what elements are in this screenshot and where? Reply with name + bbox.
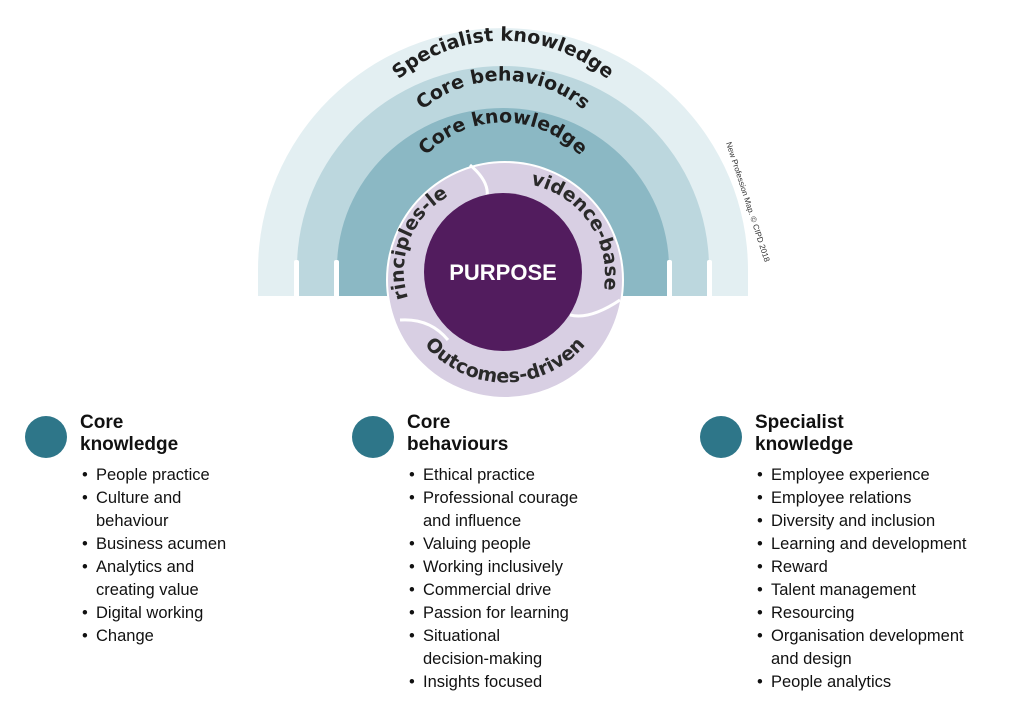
list-item: Working inclusively xyxy=(407,556,578,579)
core-knowledge-list: People practiceCulture and behaviourBusin… xyxy=(80,464,226,648)
list-item: Change xyxy=(80,625,226,648)
list-item: Diversity and inclusion xyxy=(755,510,966,533)
list-item-text: Insights focused xyxy=(423,673,543,691)
list-item: Valuing people xyxy=(407,533,578,556)
column-specialist-knowledge: Specialist knowledge Employee experience… xyxy=(700,412,1020,712)
list-item: Ethical practice xyxy=(407,464,578,487)
list-item: Insights focused xyxy=(407,671,578,694)
arc-separator xyxy=(334,260,339,298)
list-item: Employee experience xyxy=(755,464,966,487)
core-behaviours-list: Ethical practiceProfessional courage and … xyxy=(407,464,578,694)
specialist-knowledge-list: Employee experienceEmployee relationsDiv… xyxy=(755,464,966,694)
list-item-text: and influence xyxy=(423,512,522,530)
list-item-text: Organisation development xyxy=(771,627,964,645)
list-item-text: Diversity and inclusion xyxy=(771,512,936,530)
list-item: Culture and behaviour xyxy=(80,487,226,533)
core-behaviours-dot xyxy=(352,416,394,458)
column-core-behaviours: Core behaviours Ethical practiceProfessi… xyxy=(352,412,672,712)
list-item-text: Learning and development xyxy=(771,535,967,553)
list-item: Talent management xyxy=(755,579,966,602)
column-core-knowledge: Core knowledge People practiceCulture an… xyxy=(25,412,325,712)
list-item-text: behaviour xyxy=(96,512,169,530)
list-item: Situational decision-making xyxy=(407,625,578,671)
list-item-text: Commercial drive xyxy=(423,581,552,599)
list-item-text: Situational xyxy=(423,627,501,645)
column-title: Core behaviours xyxy=(407,412,508,456)
title-line-2: knowledge xyxy=(80,434,179,455)
list-item-text: Passion for learning xyxy=(423,604,569,622)
list-item-text: Employee relations xyxy=(771,489,912,507)
list-item-text: Culture and xyxy=(96,489,182,507)
arc-separator xyxy=(707,260,712,298)
arc-separator xyxy=(667,260,672,298)
list-item: People practice xyxy=(80,464,226,487)
list-item: Employee relations xyxy=(755,487,966,510)
title-line-1: Core xyxy=(407,412,451,433)
column-title: Core knowledge xyxy=(80,412,178,456)
list-item: Professional courage and influence xyxy=(407,487,578,533)
list-item-text: People analytics xyxy=(771,673,892,691)
list-item-text: Talent management xyxy=(771,581,916,599)
list-item-text: Professional courage xyxy=(423,489,579,507)
title-line-1: Core xyxy=(80,412,124,433)
list-item-text: Business acumen xyxy=(96,535,227,553)
arc-separator xyxy=(294,260,299,298)
list-item-text: Employee experience xyxy=(771,466,930,484)
list-item-text: creating value xyxy=(96,581,199,599)
list-item-text: Change xyxy=(96,627,154,645)
list-item: Organisation development and design xyxy=(755,625,966,671)
purpose-center-circle xyxy=(424,193,582,351)
core-knowledge-dot xyxy=(25,416,67,458)
list-item: Analytics and creating value xyxy=(80,556,226,602)
title-line-2: knowledge xyxy=(755,434,854,455)
specialist-knowledge-dot xyxy=(700,416,742,458)
list-item-text: Resourcing xyxy=(771,604,855,622)
list-item-text: Valuing people xyxy=(423,535,531,553)
list-item: People analytics xyxy=(755,671,966,694)
list-item-text: decision-making xyxy=(423,650,543,668)
ring-divider xyxy=(569,298,621,318)
list-item: Resourcing xyxy=(755,602,966,625)
center-label: PURPOSE xyxy=(449,260,557,285)
column-title: Specialist knowledge xyxy=(755,412,853,456)
list-item: Reward xyxy=(755,556,966,579)
ring-divider xyxy=(399,318,450,341)
list-item-text: and design xyxy=(771,650,852,668)
list-item-text: Working inclusively xyxy=(423,558,563,576)
list-item-text: Analytics and xyxy=(96,558,195,576)
title-line-2: behaviours xyxy=(407,434,509,455)
list-item-text: Digital working xyxy=(96,604,204,622)
list-item-text: Ethical practice xyxy=(423,466,535,484)
list-item: Digital working xyxy=(80,602,226,625)
list-item: Commercial drive xyxy=(407,579,578,602)
title-line-1: Specialist xyxy=(755,412,844,433)
list-item: Learning and development xyxy=(755,533,966,556)
list-item-text: Reward xyxy=(771,558,828,576)
list-item-text: People practice xyxy=(96,466,210,484)
profession-map-diagram: Specialist knowledge Core behaviours Cor… xyxy=(0,0,772,399)
list-item: Passion for learning xyxy=(407,602,578,625)
list-item: Business acumen xyxy=(80,533,226,556)
